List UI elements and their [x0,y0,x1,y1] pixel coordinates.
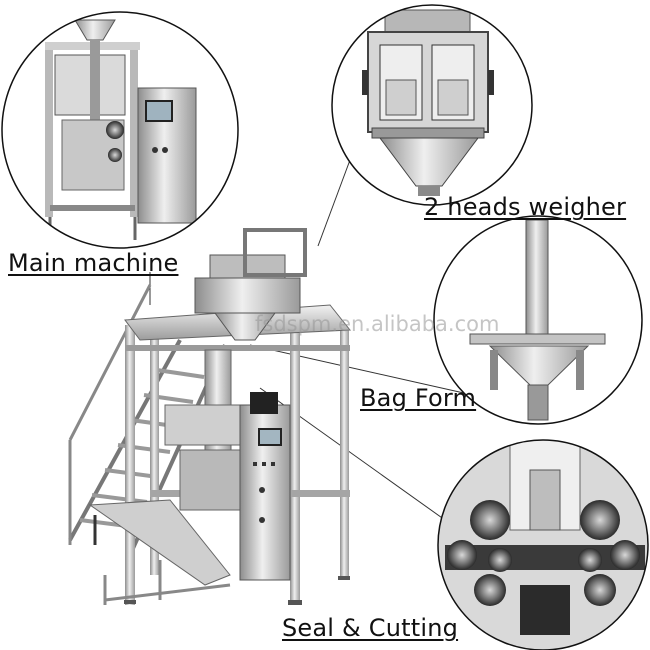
seal-cutting-thumbnail [438,440,648,650]
weigher-circle [331,4,533,206]
bag-form-circle [433,215,643,425]
central-machine [68,228,352,605]
watermark: fsdspm.en.alibaba.com [255,312,500,336]
main-machine-circle [1,11,239,249]
bag-form-thumbnail [434,216,642,424]
main-machine-thumbnail [2,12,238,248]
seal-cutting-circle [437,439,649,650]
label-bag-form: Bag Form [360,384,477,412]
label-seal-cutting: Seal & Cutting [282,614,459,642]
weigher-thumbnail [332,5,532,205]
label-main-machine: Main machine [8,249,179,277]
label-weigher: 2 heads weigher [424,193,627,221]
